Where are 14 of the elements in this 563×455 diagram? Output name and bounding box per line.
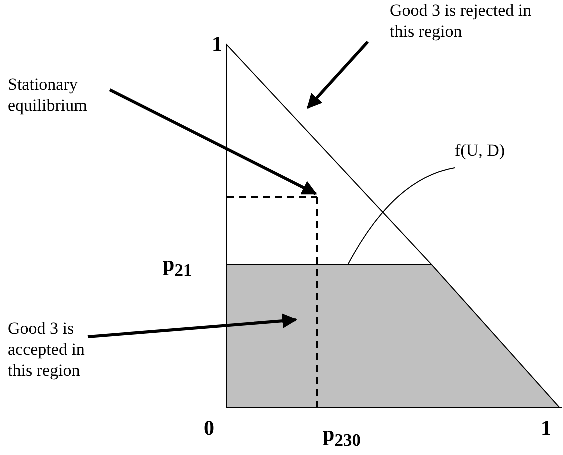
callout-text: Stationary equilibrium [8,74,118,116]
axis-tick-label: 1 [212,32,222,56]
axis-tick-label: 0 [204,416,214,440]
axis-tick-label: 1 [541,416,552,440]
callout-text: Good 3 is accepted in this region [8,318,103,381]
arrow [306,41,370,110]
arrow [109,88,318,196]
callout-text: f(U, D) [455,140,535,161]
arrow [88,314,298,338]
acceptance-region [226,264,562,408]
rejection-region [226,44,434,266]
leader-line [348,168,456,266]
callout-text: Good 3 is rejected in this region [390,0,560,42]
axis-label: p$_{21}$ [163,252,192,282]
